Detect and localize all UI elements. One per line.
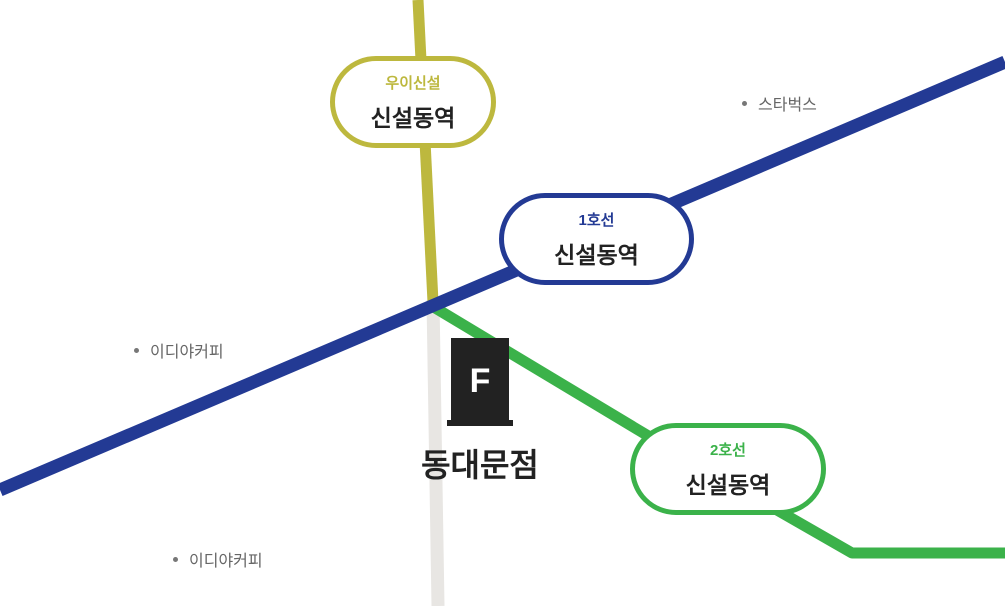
station-line2[interactable]: 2호선 신설동역 [630,423,826,515]
station-line-label: 우이신설 [385,74,441,92]
store-name: 동대문점 [421,447,539,483]
poi-dot-icon [134,347,139,353]
poi-ediya-2[interactable]: 이디야커피 [173,547,263,571]
poi-label: 이디야커피 [150,344,224,361]
station-ui-sinseol[interactable]: 우이신설 신설동역 [330,56,496,148]
poi-starbucks[interactable]: 스타벅스 [742,91,817,115]
poi-label: 이디야커피 [189,553,263,570]
line1-track [0,56,1005,496]
ui-sinseol-line [412,0,439,303]
walking-path [426,299,445,606]
store-marker-icon[interactable]: F [447,338,513,428]
station-line-label: 1호선 [578,211,615,229]
poi-label: 스타벅스 [758,97,817,114]
station-name: 신설동역 [370,104,456,131]
poi-ediya-1[interactable]: 이디야커피 [134,338,224,362]
station-name: 신설동역 [685,471,771,498]
station-name: 신설동역 [554,241,639,268]
poi-dot-icon [742,100,747,106]
station-line-label: 2호선 [710,441,746,459]
station-line1[interactable]: 1호선 신설동역 [499,193,694,285]
poi-dot-icon [173,556,178,562]
store-icon-letter: F [470,362,491,400]
